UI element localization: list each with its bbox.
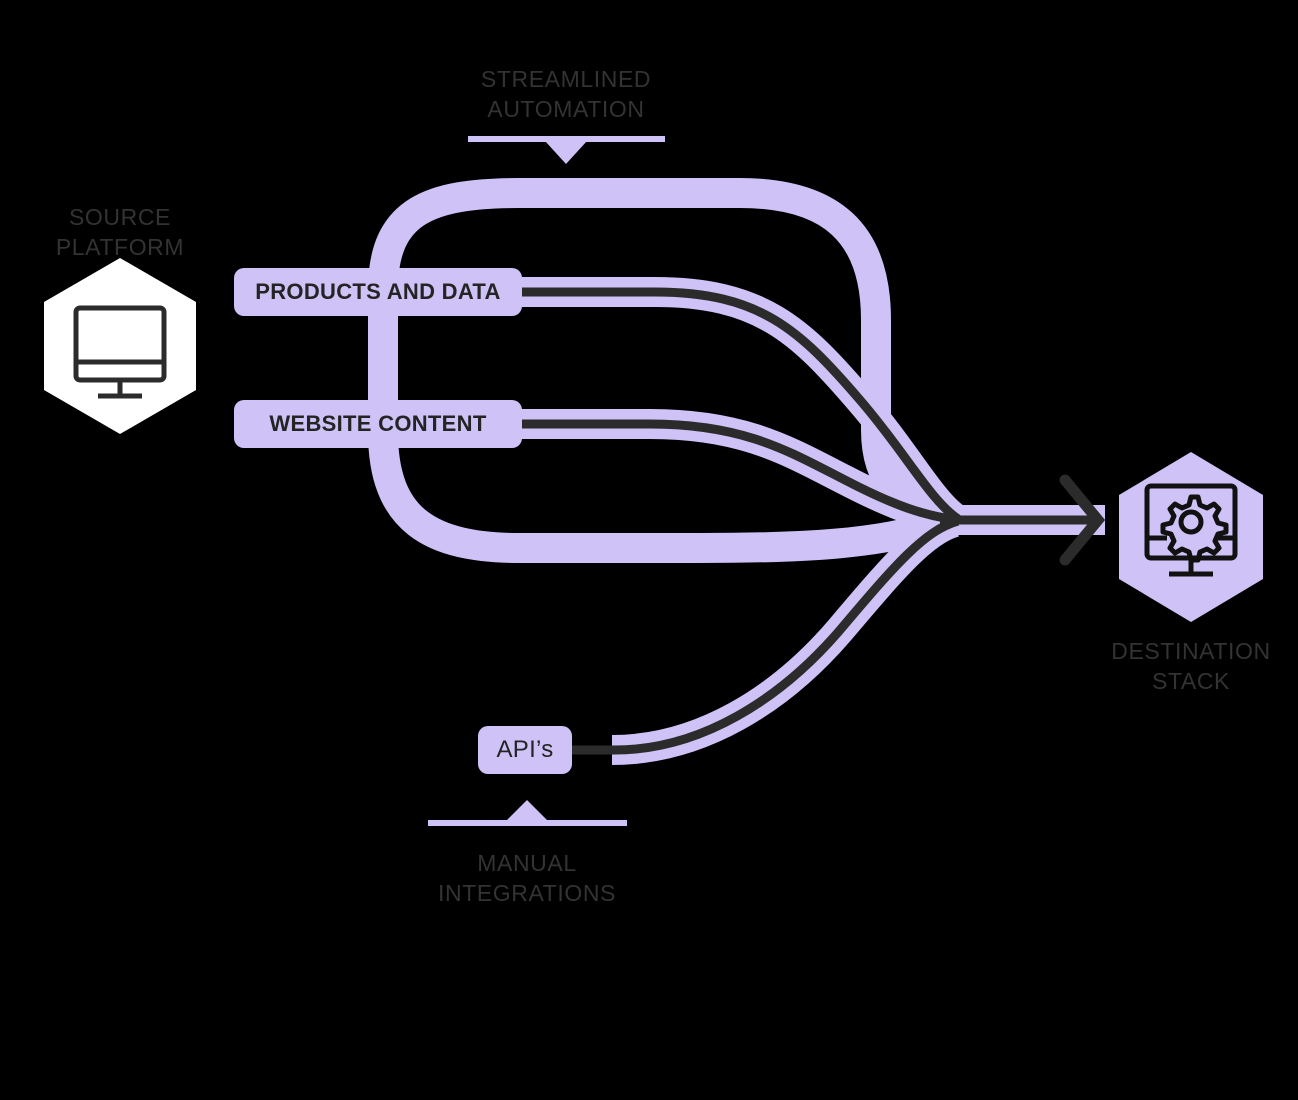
source-platform-caption: SOURCE PLATFORM [55, 204, 185, 260]
destination-arrowhead-icon [1059, 474, 1106, 566]
destination-stack-caption: DESTINATION STACK [1111, 638, 1271, 694]
band-top-outer-loop [368, 178, 953, 533]
line-website-content [516, 419, 959, 525]
band-bottom-outer-loop [368, 431, 953, 563]
dark-line-group [516, 287, 1100, 755]
destination-stack-hexagon[interactable] [1119, 452, 1263, 622]
streamlined-automation-caption: STREAMLINED AUTOMATION [480, 66, 652, 122]
pill-website-content[interactable] [234, 400, 522, 448]
source-platform-hexagon[interactable] [44, 258, 196, 434]
desktop-monitor-icon [73, 305, 167, 399]
line-apis [570, 516, 960, 755]
monitor-gear-icon [1144, 483, 1238, 577]
pill-apis[interactable] [478, 726, 572, 774]
manual-integrations-pointer [428, 800, 627, 826]
label-website-content[interactable]: WEBSITE CONTENT [269, 411, 487, 436]
label-apis[interactable]: API’s [496, 736, 554, 763]
label-products-and-data[interactable]: PRODUCTS AND DATA [255, 279, 501, 304]
manual-integrations-caption: MANUAL INTEGRATIONS [437, 850, 616, 906]
streamlined-automation-pointer [468, 136, 665, 164]
pill-products-and-data[interactable] [234, 268, 522, 316]
line-products-and-data [516, 287, 961, 523]
